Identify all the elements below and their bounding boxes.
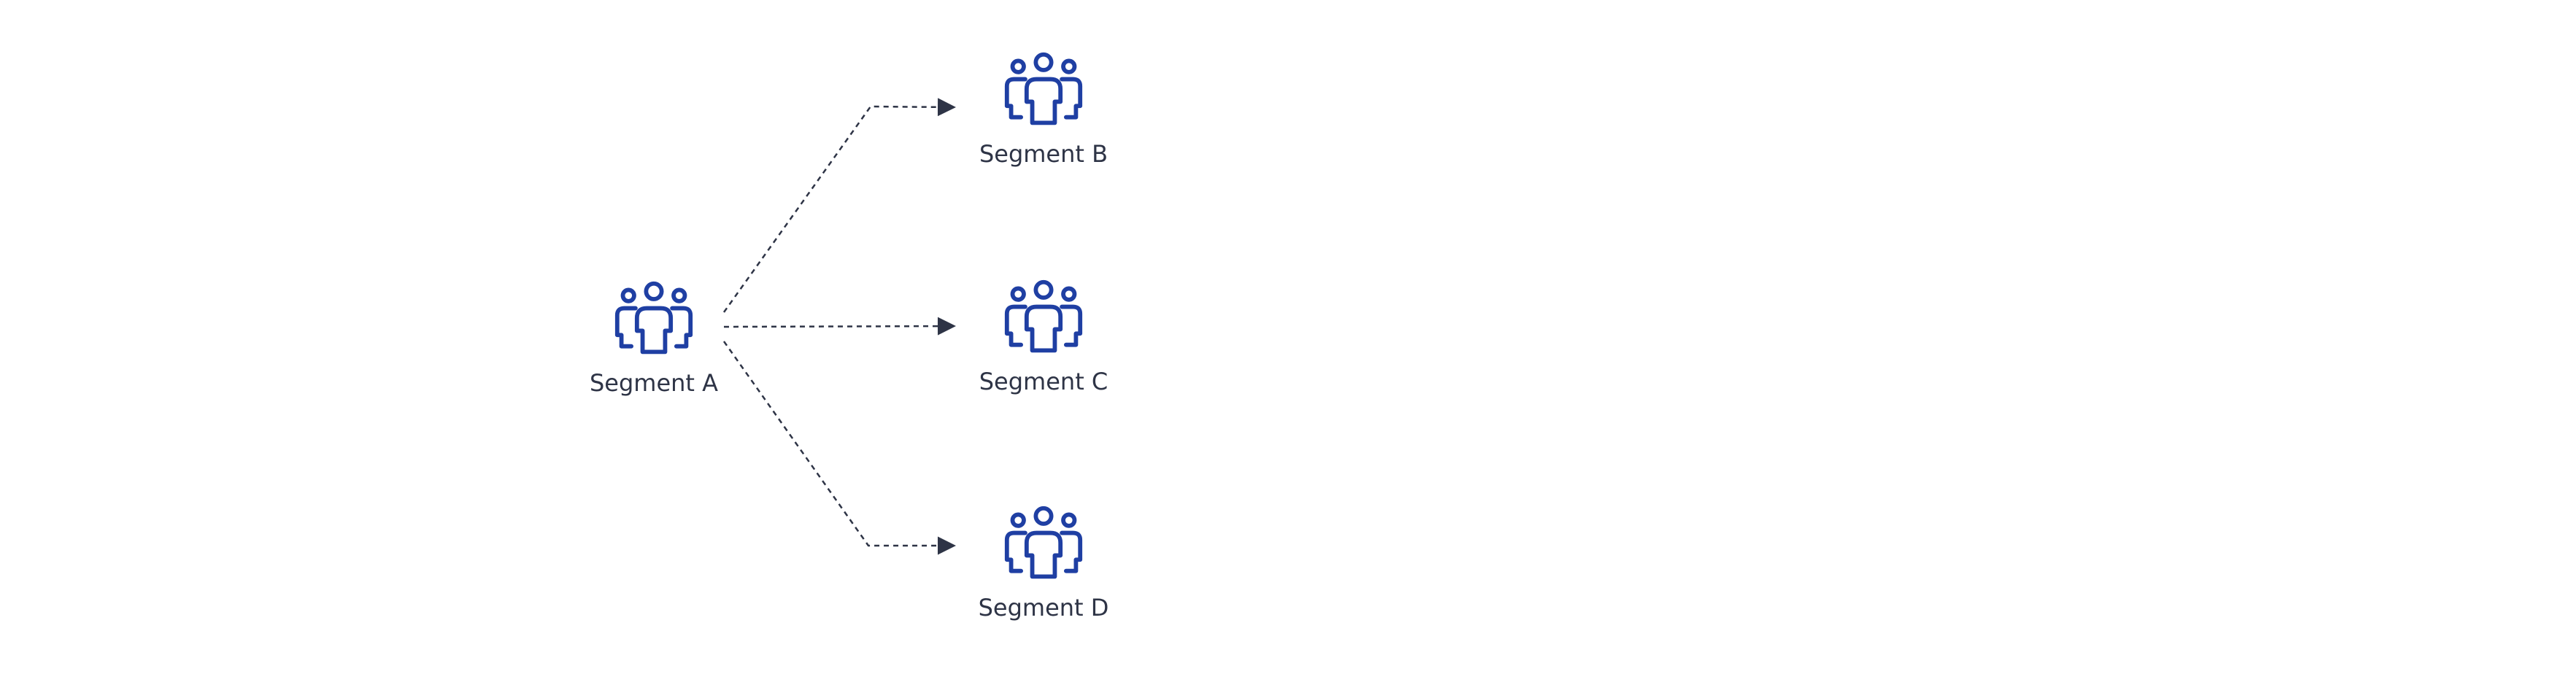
segment-b-node: Segment B [956, 50, 1131, 168]
connector-a-to-b [722, 98, 956, 313]
segment-a-label: Segment A [589, 369, 719, 397]
connector-a-to-d [722, 341, 956, 555]
people-group-icon [613, 279, 695, 360]
segment-c-node: Segment C [956, 277, 1131, 395]
segment-d-label: Segment D [978, 594, 1109, 622]
segment-b-label: Segment B [979, 140, 1108, 168]
people-group-icon [1003, 277, 1084, 359]
people-group-icon [1003, 50, 1084, 131]
segment-c-label: Segment C [979, 368, 1108, 395]
segment-a-node: Segment A [566, 279, 741, 397]
people-group-icon [1003, 503, 1084, 585]
connector-a-to-c [723, 317, 956, 336]
segment-d-node: Segment D [956, 503, 1131, 622]
